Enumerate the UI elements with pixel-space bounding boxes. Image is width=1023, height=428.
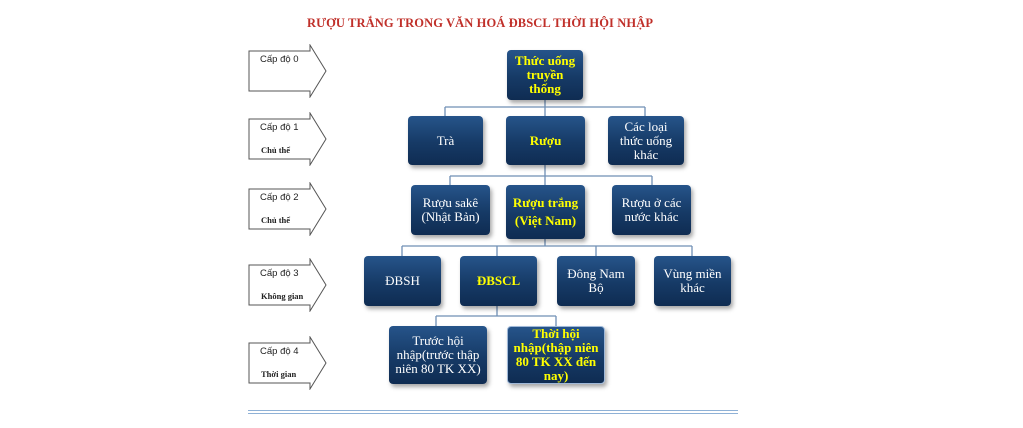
node-before-integration: Trước hội nhập(trước thập niên 80 TK XX)	[389, 326, 487, 384]
arrow-shape-icon	[248, 182, 327, 236]
node-white-liquor-label: Rượu trắng	[512, 195, 579, 210]
node-other-drinks: Các loại thức uống khác	[608, 116, 684, 165]
level-4-sub: Thời gian	[261, 369, 297, 379]
level-3-sub: Không gian	[261, 291, 304, 301]
node-traditional-drinks: Thức uống truyền thống	[507, 50, 583, 100]
level-4-arrow: Cấp độ 4 Thời gian	[248, 336, 328, 390]
arrow-shape-icon	[248, 258, 327, 312]
level-4-label: Cấp độ 4	[260, 346, 299, 357]
node-white-liquor-origin: (Việt Nam)	[514, 213, 577, 228]
node-white-liquor: Rượu trắng (Việt Nam)	[506, 185, 585, 239]
level-1-arrow: Cấp độ 1 Chủ thể	[248, 112, 328, 166]
arrow-shape-icon	[248, 336, 327, 390]
level-1-label: Cấp độ 1	[260, 122, 299, 133]
level-0-label: Cấp độ 0	[260, 54, 299, 65]
level-3-label: Cấp độ 3	[260, 268, 299, 279]
level-2-label: Cấp độ 2	[260, 192, 299, 203]
arrow-shape-icon	[248, 44, 327, 98]
node-integration-period: Thời hội nhập(thập niên 80 TK XX đến nay…	[507, 326, 605, 384]
diagram-title: RƯỢU TRẮNG TRONG VĂN HOÁ ĐBSCL THỜI HỘI …	[306, 16, 654, 30]
level-2-sub: Chủ thể	[261, 215, 291, 225]
node-red-river-delta: ĐBSH	[364, 256, 441, 306]
node-other-regions: Vùng miền khác	[654, 256, 731, 306]
node-foreign-liquor: Rượu ở các nước khác	[612, 185, 691, 235]
level-2-arrow: Cấp độ 2 Chủ thể	[248, 182, 328, 236]
node-liquor: Rượu	[506, 116, 585, 165]
level-0-arrow: Cấp độ 0	[248, 44, 328, 98]
bottom-divider	[248, 410, 738, 416]
node-southeast: Đông Nam Bộ	[557, 256, 635, 306]
node-sake: Rượu sakê (Nhật Bản)	[411, 185, 490, 235]
level-3-arrow: Cấp độ 3 Không gian	[248, 258, 328, 312]
level-1-sub: Chủ thể	[261, 145, 291, 155]
node-mekong-delta: ĐBSCL	[460, 256, 537, 306]
arrow-shape-icon	[248, 112, 327, 166]
node-tea: Trà	[408, 116, 483, 165]
